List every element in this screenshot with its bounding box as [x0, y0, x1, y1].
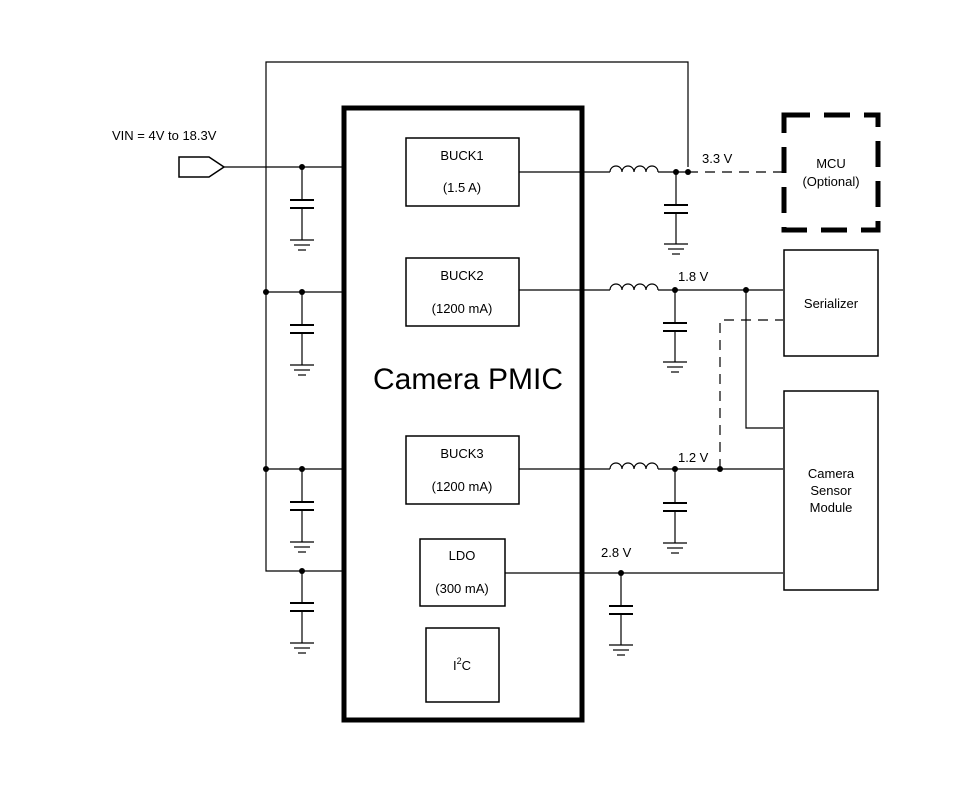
voltage-label-2v8: 2.8 V [601, 545, 632, 560]
input-capacitor-2 [290, 292, 314, 376]
pmic-title: Camera PMIC [373, 363, 563, 396]
vin-bus-rail [265, 61, 689, 572]
voltage-label-1v2: 1.2 V [678, 450, 709, 465]
inductor-1-icon [609, 165, 659, 173]
input-capacitor-1 [290, 167, 314, 251]
buck1-block: BUCK1 (1.5 A) [405, 137, 520, 207]
i2c-label: I2C [453, 656, 471, 673]
serializer-label: Serializer [804, 296, 859, 311]
ldo-name: LDO [449, 548, 476, 563]
mcu-block: MCU (Optional) [781, 112, 881, 233]
sensor-label-line1: Camera [808, 466, 855, 481]
buck3-block: BUCK3 (1200 mA) [405, 435, 520, 505]
sensor-label-line2: Sensor [810, 483, 852, 498]
pmic-outline [341, 105, 585, 723]
buck3-current: (1200 mA) [432, 479, 493, 494]
buck2-name: BUCK2 [440, 268, 483, 283]
sensor-label-line3: Module [810, 500, 853, 515]
voltage-label-3v3: 3.3 V [702, 151, 733, 166]
vin-input-connector [178, 156, 226, 178]
input-capacitor-4 [290, 571, 314, 654]
output-rail-2v8: 2.8 V [505, 545, 783, 656]
i2c-block: I2C [425, 627, 500, 703]
vin-label: VIN = 4V to 18.3V [112, 128, 217, 143]
output-rail-1v8: 1.8 V [519, 269, 783, 429]
output-rail-1v2: 1.2 V [519, 319, 783, 554]
buck1-name: BUCK1 [440, 148, 483, 163]
inductor-2-icon [609, 283, 659, 291]
buck3-name: BUCK3 [440, 446, 483, 461]
buck2-block: BUCK2 (1200 mA) [405, 257, 520, 327]
camera-sensor-module-block: Camera Sensor Module [783, 390, 879, 591]
ldo-current: (300 mA) [435, 581, 488, 596]
mcu-label: MCU [816, 156, 846, 171]
output-rail-3v3: 3.3 V [519, 151, 782, 255]
serializer-block: Serializer [783, 249, 879, 357]
buck1-current: (1.5 A) [443, 180, 481, 195]
voltage-label-1v8: 1.8 V [678, 269, 709, 284]
input-capacitor-3 [290, 469, 314, 553]
buck2-current: (1200 mA) [432, 301, 493, 316]
mcu-optional-label: (Optional) [802, 174, 859, 189]
inductor-3-icon [609, 462, 659, 470]
ldo-block: LDO (300 mA) [419, 538, 506, 607]
